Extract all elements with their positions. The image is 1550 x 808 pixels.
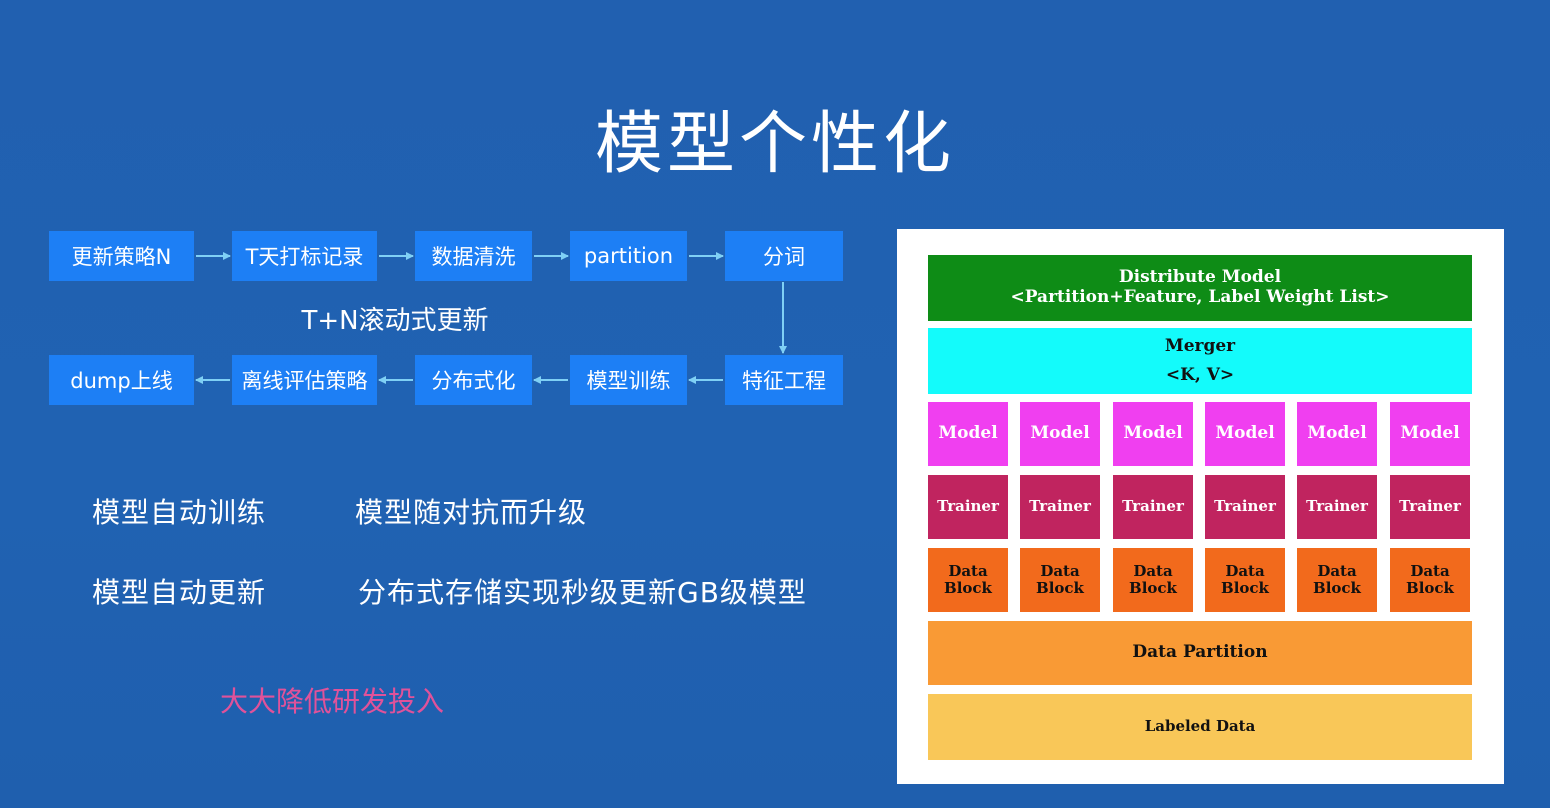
trainer-block: Trainer	[1205, 475, 1285, 539]
distribute-model-title: Distribute Model	[1118, 267, 1282, 288]
data-block: Data Block	[1390, 548, 1470, 612]
data-block-label: Block	[1406, 579, 1454, 597]
page-title: 模型个性化	[594, 105, 955, 184]
labeled-data-block: Labeled Data	[928, 694, 1472, 760]
trainer-block: Trainer	[1020, 475, 1100, 539]
feature-distributed-storage: 分布式存储实现秒级更新GB级模型	[358, 576, 807, 609]
data-block-label: Data	[1317, 561, 1357, 580]
flow-step-dump-online: dump上线	[49, 355, 194, 405]
data-block-label: Data	[948, 561, 988, 580]
data-block: Data Block	[1113, 548, 1193, 612]
model-block: Model	[1390, 402, 1470, 466]
data-block-label: Data	[1225, 561, 1265, 580]
model-block: Model	[928, 402, 1008, 466]
distribute-model-subtitle: <Partition+Feature, Label Weight List>	[1010, 287, 1390, 307]
flow-step-offline-evaluation: 离线评估策略	[232, 355, 377, 405]
flow-step-word-segmentation: 分词	[725, 231, 843, 281]
data-block-label: Data	[1410, 561, 1450, 580]
data-block: Data Block	[928, 548, 1008, 612]
flow-step-distribution: 分布式化	[415, 355, 532, 405]
data-block-label: Block	[944, 579, 992, 597]
merger-title: Merger	[1164, 335, 1236, 356]
flow-step-update-strategy: 更新策略N	[49, 231, 194, 281]
flow-step-labeling-record: T天打标记录	[232, 231, 377, 281]
data-block-label: Data	[1040, 561, 1080, 580]
model-block: Model	[1297, 402, 1377, 466]
merger-block: Merger <K, V>	[928, 328, 1472, 394]
architecture-diagram: Distribute Model <Partition+Feature, Lab…	[897, 229, 1504, 784]
flow-step-feature-engineering: 特征工程	[725, 355, 843, 405]
model-block: Model	[1020, 402, 1100, 466]
data-block-label: Block	[1129, 579, 1177, 597]
data-block: Data Block	[1205, 548, 1285, 612]
merger-subtitle: <K, V>	[1165, 364, 1235, 385]
flow-step-model-training: 模型训练	[570, 355, 687, 405]
model-block: Model	[1113, 402, 1193, 466]
trainer-block: Trainer	[1390, 475, 1470, 539]
flow-step-partition: partition	[570, 231, 687, 281]
distribute-model-block: Distribute Model <Partition+Feature, Lab…	[928, 255, 1472, 321]
flow-step-data-cleaning: 数据清洗	[415, 231, 532, 281]
trainer-block: Trainer	[1113, 475, 1193, 539]
data-block-label: Block	[1221, 579, 1269, 597]
feature-auto-update: 模型自动更新	[92, 576, 267, 609]
feature-auto-training: 模型自动训练	[92, 496, 267, 529]
data-block-label: Block	[1313, 579, 1361, 597]
data-block: Data Block	[1020, 548, 1100, 612]
model-block: Model	[1205, 402, 1285, 466]
highlight-text: 大大降低研发投入	[220, 685, 445, 718]
trainer-block: Trainer	[1297, 475, 1377, 539]
trainer-block: Trainer	[928, 475, 1008, 539]
data-block-label: Data	[1133, 561, 1173, 580]
flow-caption: T+N滚动式更新	[301, 306, 489, 336]
feature-adversarial-upgrade: 模型随对抗而升级	[355, 496, 588, 529]
data-block: Data Block	[1297, 548, 1377, 612]
data-block-label: Block	[1036, 579, 1084, 597]
data-partition-block: Data Partition	[928, 621, 1472, 685]
